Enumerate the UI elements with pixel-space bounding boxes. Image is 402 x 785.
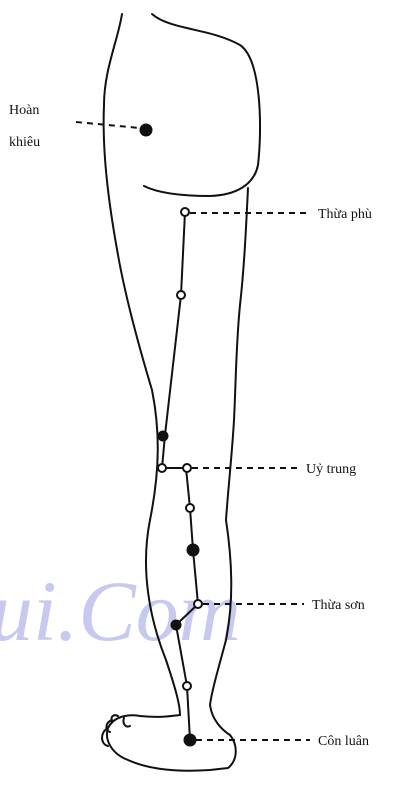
acupoint-thua-son: [194, 600, 202, 608]
acupoint-thua-phu: [181, 208, 189, 216]
acupoint-thigh: [177, 291, 185, 299]
acupoint-hoan-khieu: [140, 124, 152, 136]
acupoint-calf-lower: [171, 620, 181, 630]
label-uy-trung: Uỷ trung: [306, 462, 356, 477]
acupoint-calf-upper: [186, 504, 194, 512]
label-con-luan: Côn luân: [318, 734, 369, 749]
acupoint-ankle-upper: [183, 682, 191, 690]
acupoint-uy-trung: [183, 464, 191, 472]
acupoint-knee-crease-lateral: [158, 464, 166, 472]
label-hoan-khieu-line2: khiêu: [9, 135, 40, 150]
acupoint-knee-lateral: [158, 431, 168, 441]
label-hoan-khieu-line1: Hoàn: [9, 103, 39, 118]
acupoint-con-luan: [184, 734, 196, 746]
watermark-text: ui.Com: [0, 563, 241, 659]
leader-hoan-khieu: [76, 122, 140, 128]
label-thua-phu: Thừa phù: [318, 207, 372, 222]
label-thua-son: Thừa sơn: [312, 598, 365, 613]
acupoint-calf-mid: [187, 544, 199, 556]
